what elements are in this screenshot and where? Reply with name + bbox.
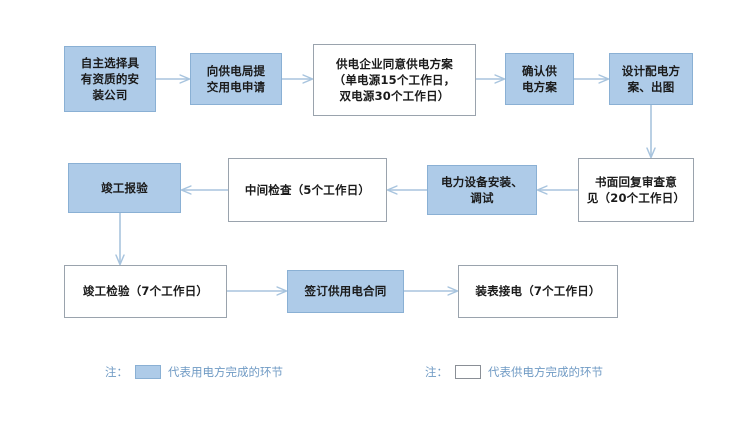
node-confirm-plan[interactable]: 确认供 电方案 bbox=[505, 53, 574, 105]
node-label: 竣工报验 bbox=[101, 180, 148, 195]
node-label: 签订供用电合同 bbox=[304, 284, 387, 299]
node-select-installer[interactable]: 自主选择具 有资质的安 装公司 bbox=[64, 46, 156, 112]
legend-utility: 注： 代表供电方完成的环节 bbox=[425, 364, 603, 380]
node-written-review-reply[interactable]: 书面回复审查意 见（20个工作日） bbox=[578, 158, 694, 222]
node-label: 书面回复审查意 见（20个工作日） bbox=[586, 174, 686, 205]
node-sign-contract[interactable]: 签订供用电合同 bbox=[287, 270, 404, 313]
node-label: 电力设备安装、 调试 bbox=[441, 174, 523, 205]
node-completion-inspection[interactable]: 竣工检验（7个工作日） bbox=[64, 265, 227, 318]
node-label: 供电企业同意供电方案 （单电源15个工作日， 双电源30个工作日） bbox=[333, 56, 456, 104]
node-label: 确认供 电方案 bbox=[521, 63, 558, 94]
node-submit-application[interactable]: 向供电局提 交用电申请 bbox=[190, 53, 282, 105]
node-label: 自主选择具 有资质的安 装公司 bbox=[80, 55, 140, 103]
node-completion-report[interactable]: 竣工报验 bbox=[68, 163, 181, 213]
legend-swatch-utility bbox=[455, 365, 481, 379]
legend-text: 代表供电方完成的环节 bbox=[488, 365, 603, 379]
node-label: 中间检查（5个工作日） bbox=[244, 182, 371, 197]
legend-customer: 注： 代表用电方完成的环节 bbox=[105, 364, 283, 380]
node-equipment-install-commission[interactable]: 电力设备安装、 调试 bbox=[427, 165, 537, 215]
legend-prefix: 注： bbox=[105, 365, 128, 379]
node-label: 竣工检验（7个工作日） bbox=[82, 284, 209, 299]
node-meter-install-connect[interactable]: 装表接电（7个工作日） bbox=[458, 265, 618, 318]
node-label: 设计配电方 案、出图 bbox=[621, 63, 681, 94]
node-label: 向供电局提 交用电申请 bbox=[206, 63, 266, 94]
legend-prefix: 注： bbox=[425, 365, 448, 379]
legend-swatch-customer bbox=[135, 365, 161, 379]
node-intermediate-inspection[interactable]: 中间检查（5个工作日） bbox=[228, 158, 387, 222]
legend-text: 代表用电方完成的环节 bbox=[168, 365, 283, 379]
node-design-drawings[interactable]: 设计配电方 案、出图 bbox=[609, 53, 693, 105]
node-label: 装表接电（7个工作日） bbox=[475, 284, 601, 299]
node-utility-approve-plan[interactable]: 供电企业同意供电方案 （单电源15个工作日， 双电源30个工作日） bbox=[313, 44, 476, 116]
